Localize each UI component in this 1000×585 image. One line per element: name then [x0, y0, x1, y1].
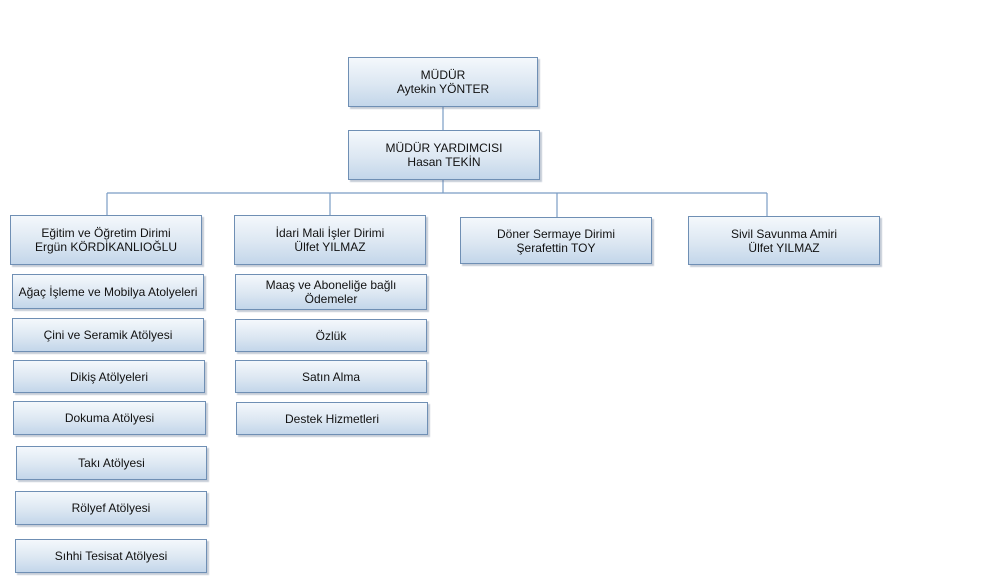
unit-box: Ağaç İşleme ve Mobilya Atolyeleri — [12, 274, 204, 309]
deputy-name: Hasan TEKİN — [407, 155, 481, 169]
unit-label: Destek Hizmetleri — [284, 411, 380, 426]
unit-box: Özlük — [235, 319, 427, 352]
unit-box: Maaş ve Aboneliğe bağlı Ödemeler — [235, 274, 427, 310]
deputy-title: MÜDÜR YARDIMCISI — [385, 141, 503, 155]
unit-label: Çini ve Seramik Atölyesi — [43, 328, 173, 342]
unit-box: Satın Alma — [235, 360, 427, 393]
branch-name: Ergün KÖRDİKANLIOĞLU — [34, 240, 178, 254]
branch-title: Sivil Savunma Amiri — [730, 226, 838, 241]
director-box: MÜDÜR Aytekin YÖNTER — [348, 57, 538, 107]
unit-box: Takı Atölyesi — [16, 446, 207, 480]
branch-title: İdari Mali İşler Dirimi — [275, 226, 385, 240]
unit-box: Destek Hizmetleri — [236, 402, 428, 435]
unit-label: Özlük — [315, 328, 347, 343]
unit-box: Dokuma Atölyesi — [13, 401, 206, 435]
branch-name: Şerafettin TOY — [516, 240, 596, 255]
unit-label: Dokuma Atölyesi — [64, 411, 155, 425]
director-name: Aytekin YÖNTER — [396, 82, 490, 96]
deputy-director-box: MÜDÜR YARDIMCISI Hasan TEKİN — [348, 130, 540, 180]
branch-education-box: Eğitim ve Öğretim Dirimi Ergün KÖRDİKANL… — [10, 215, 202, 265]
unit-label: Satın Alma — [301, 369, 361, 384]
director-title: MÜDÜR — [420, 68, 466, 82]
unit-box: Dikiş Atölyeleri — [13, 360, 205, 393]
branch-revolving-fund-box: Döner Sermaye Dirimi Şerafettin TOY — [460, 217, 652, 264]
unit-box: Rölyef Atölyesi — [15, 491, 207, 525]
unit-label: Ağaç İşleme ve Mobilya Atolyeleri — [18, 284, 198, 299]
unit-box: Çini ve Seramik Atölyesi — [12, 318, 204, 352]
branch-admin-finance-box: İdari Mali İşler Dirimi Ülfet YILMAZ — [234, 215, 426, 265]
branch-title: Döner Sermaye Dirimi — [496, 226, 616, 241]
branch-name: Ülfet YILMAZ — [748, 240, 820, 255]
branch-civil-defense-box: Sivil Savunma Amiri Ülfet YILMAZ — [688, 216, 880, 265]
unit-label: Dikiş Atölyeleri — [69, 369, 149, 384]
branch-name: Ülfet YILMAZ — [294, 240, 366, 254]
unit-box: Sıhhi Tesisat Atölyesi — [15, 539, 207, 573]
unit-label: Sıhhi Tesisat Atölyesi — [54, 549, 168, 563]
unit-label: Takı Atölyesi — [78, 456, 145, 470]
branch-title: Eğitim ve Öğretim Dirimi — [41, 226, 171, 240]
unit-label: Rölyef Atölyesi — [71, 501, 151, 515]
unit-label: Maaş ve Aboneliğe bağlı Ödemeler — [265, 278, 397, 306]
